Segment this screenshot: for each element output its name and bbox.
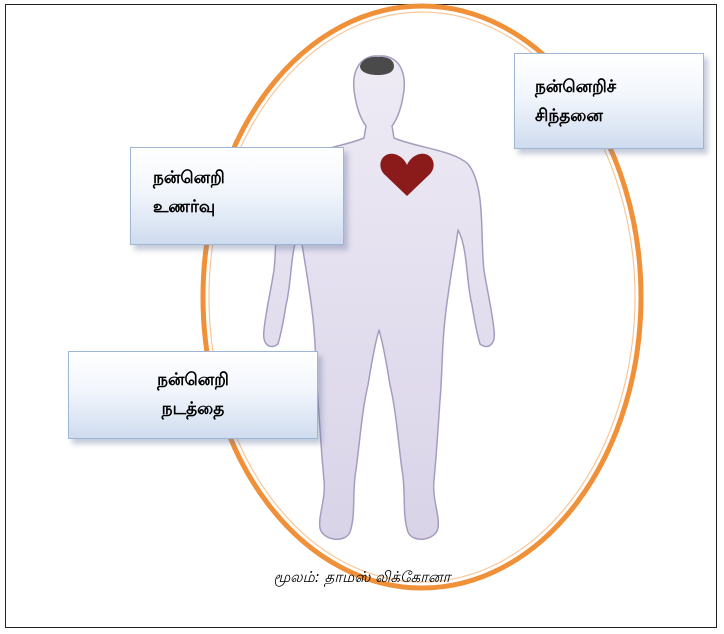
moral-thought-line1: நன்னெறிச்	[535, 73, 703, 102]
moral-feeling-line1: நன்னெறி	[153, 164, 343, 193]
moral-conduct-box: நன்னெறி நடத்தை	[68, 351, 318, 439]
source-caption: மூலம்: தாமஸ் லிக்கோனா	[0, 568, 724, 588]
moral-feeling-line2: உணர்வு	[153, 193, 343, 222]
moral-thought-box: நன்னெறிச் சிந்தனை	[514, 53, 704, 149]
moral-thought-line2: சிந்தனை	[535, 102, 703, 131]
moral-feeling-box: நன்னெறி உணர்வு	[130, 147, 344, 245]
moral-conduct-line1: நன்னெறி	[69, 366, 317, 395]
moral-conduct-line2: நடத்தை	[69, 395, 317, 424]
human-figure	[264, 56, 495, 539]
brain-icon	[360, 57, 394, 75]
